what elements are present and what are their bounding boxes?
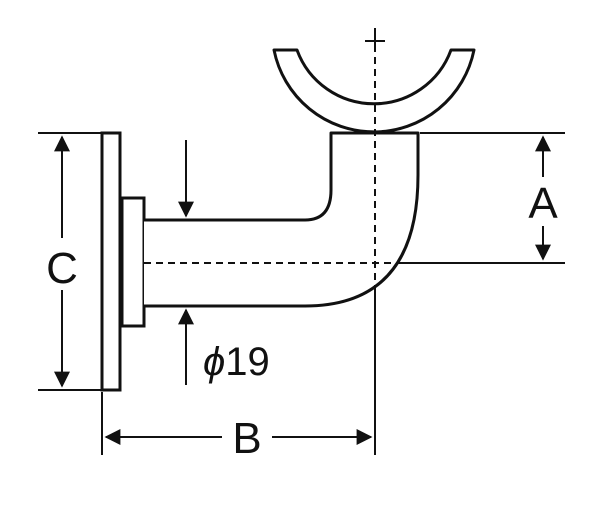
flange-boss [120,196,146,328]
diameter-symbol: ϕ [203,340,225,384]
dim-b-label: B [232,414,261,463]
diameter-value: 19 [225,340,270,384]
dim-a-label: A [528,179,558,228]
wall-flange-plate [100,131,122,392]
dim-c-label: C [46,244,78,293]
diameter-label: ϕ19 [203,340,270,384]
rail-saddle [272,48,476,134]
